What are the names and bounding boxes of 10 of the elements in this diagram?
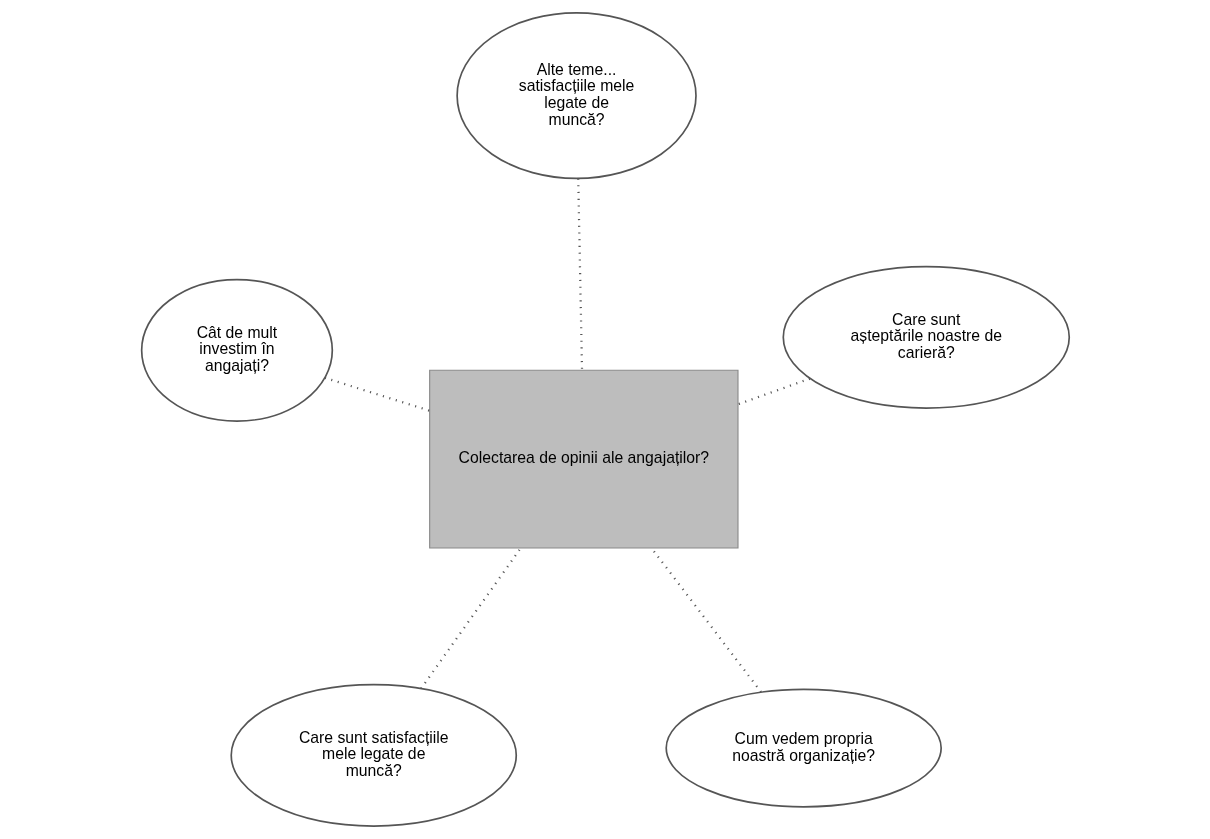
connector [419,547,522,690]
node-box: Colectarea de opinii ale angajaților? [428,369,739,549]
connector [324,376,430,412]
node-ellipse: Alte teme... satisfacțiile mele legate de muncă? [455,12,697,180]
node-ellipse: Care sunt așteptările noastre de carieră? [781,265,1070,409]
connector [576,178,583,371]
node-ellipse: Care sunt satisfacțiile mele legate de muncă? [229,683,517,827]
connector [737,377,810,406]
node-ellipse: Cât de mult investim în angajați? [140,278,333,422]
node-ellipse: Cum vedem propria noastră organizație? [664,688,942,808]
